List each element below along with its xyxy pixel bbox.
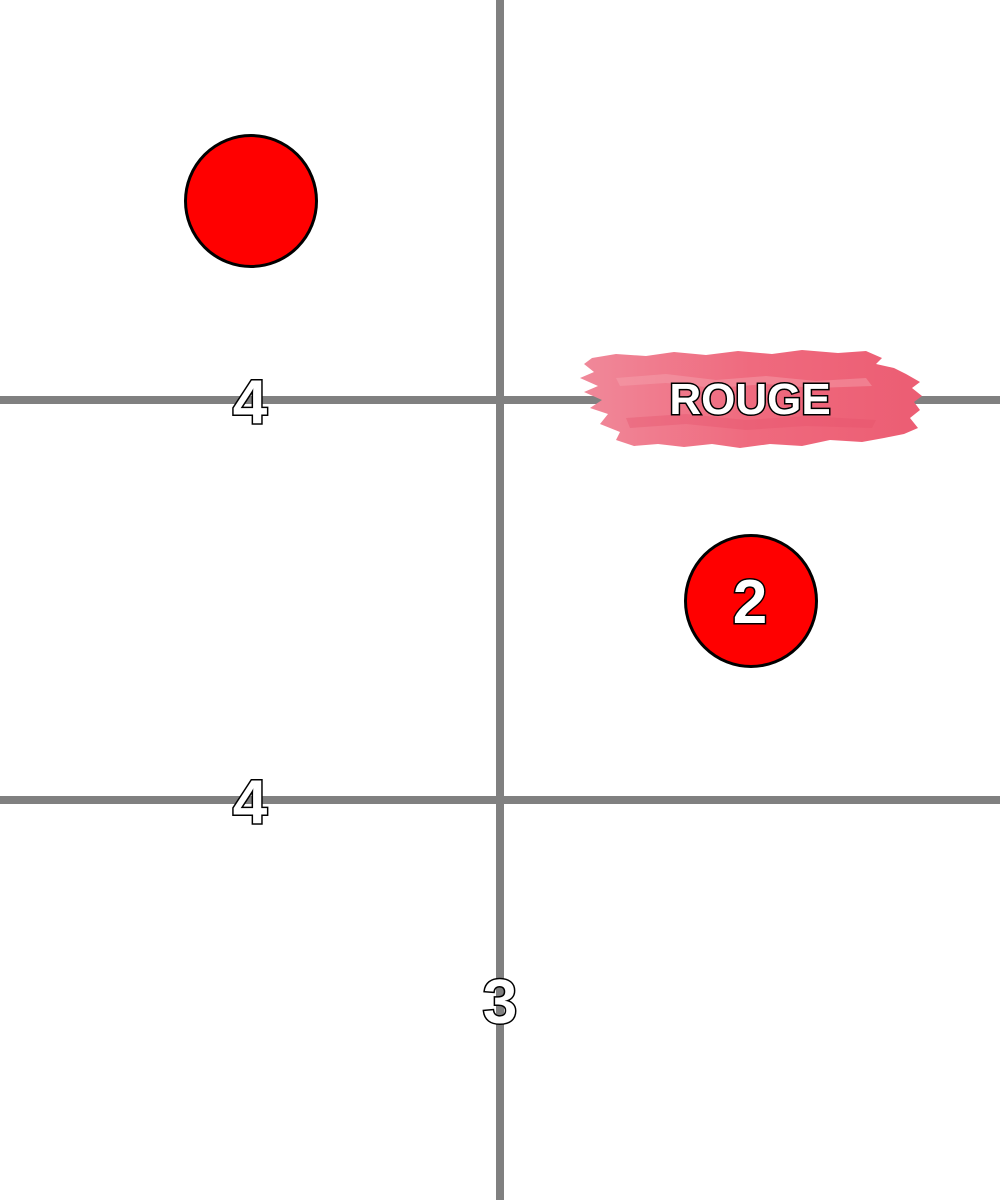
horizontal-grid-line-bottom	[0, 796, 1000, 804]
red-circle-upper-left[interactable]	[184, 134, 318, 268]
horizontal-grid-line-top	[0, 396, 1000, 404]
color-word-text: ROUGE	[668, 374, 832, 426]
cell-number-lower-left: 4	[231, 768, 268, 837]
circle-number-label: 2	[731, 568, 768, 637]
cell-number-bottom-center: 3	[481, 968, 518, 1037]
vertical-grid-line	[496, 0, 504, 1200]
red-circle-right[interactable]	[684, 534, 818, 668]
color-word-label[interactable]: ROUGE	[576, 348, 924, 452]
brush-stroke-background	[580, 350, 922, 448]
cell-number-upper-left: 4	[231, 368, 268, 437]
